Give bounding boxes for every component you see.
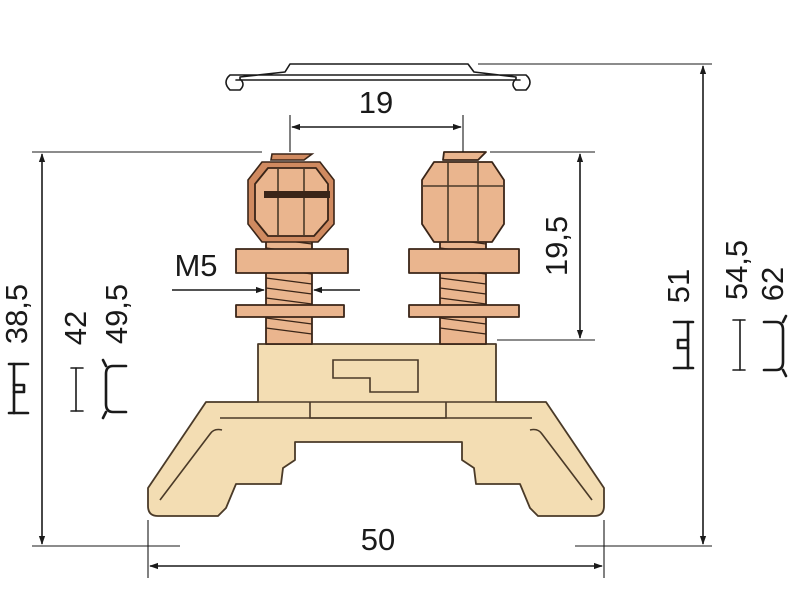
dim-label-right-rail-1: 51 [661, 269, 696, 303]
dimension-lines [38, 65, 707, 570]
dim-label-bolt-height: 19,5 [539, 216, 574, 276]
dim-label-left-rail-1: 38,5 [0, 284, 34, 344]
dim-label-right-rail-3: 62 [755, 267, 790, 301]
dim-label-top-spacing: 19 [359, 85, 393, 120]
cover-plate [225, 63, 531, 91]
dim-label-base-width: 50 [361, 522, 395, 557]
rail-profile-left-2 [70, 367, 84, 412]
rail-profile-right-3 [762, 314, 788, 378]
rail-profile-right-1 [672, 320, 695, 370]
terminal-base [147, 343, 605, 517]
left-terminal-stud [235, 153, 349, 345]
dim-label-left-rail-2: 42 [58, 311, 93, 345]
rail-profile-left-3 [101, 358, 128, 420]
right-terminal-stud [408, 151, 520, 345]
extension-lines [32, 63, 712, 578]
dim-label-left-rail-3: 49,5 [99, 284, 134, 344]
rail-profile-left-1 [7, 362, 30, 415]
dim-label-thread: M5 [174, 248, 217, 283]
dim-label-right-rail-2: 54,5 [719, 240, 754, 300]
rail-profile-right-2 [732, 319, 746, 371]
